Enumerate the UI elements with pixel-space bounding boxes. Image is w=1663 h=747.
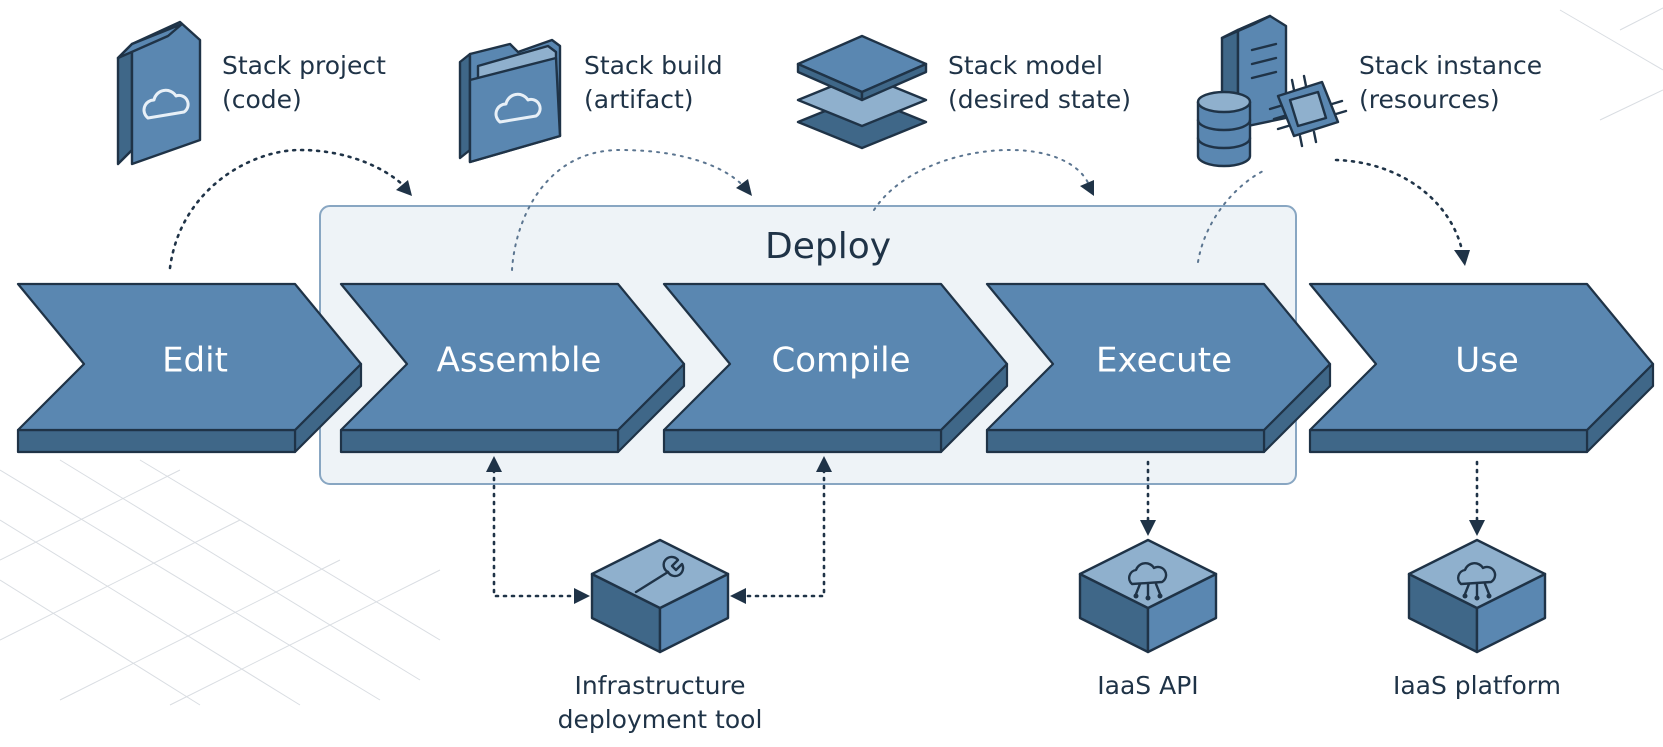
tool-iaas-platform: IaaS platform	[1393, 538, 1561, 700]
stage-use[interactable]: Use	[1308, 282, 1655, 454]
stage-execute[interactable]: Execute	[985, 282, 1332, 454]
document-cloud-icon	[116, 20, 202, 166]
artifact-title: Stack instance	[1359, 51, 1542, 80]
flow-arrowhead	[1454, 250, 1470, 266]
layers-icon	[796, 34, 928, 150]
artifact-subtitle: (code)	[222, 85, 302, 114]
connector-compile-tool	[743, 468, 826, 598]
flow-arrowhead	[736, 179, 752, 196]
flow-arrowhead	[396, 180, 412, 196]
cloud-network-cube-icon	[1078, 538, 1218, 654]
artifact-subtitle: (desired state)	[948, 85, 1131, 114]
stage-execute-label: Execute	[1096, 341, 1232, 381]
artifact-stack-project: Stack project (code)	[116, 20, 386, 166]
artifact-title: Stack build	[584, 51, 723, 80]
artifact-stack-build: Stack build (artifact)	[458, 38, 723, 164]
flow-arrowhead	[1080, 180, 1094, 196]
stage-edit[interactable]: Edit	[16, 282, 363, 454]
stage-compile-label: Compile	[771, 341, 910, 381]
tool-infrastructure-deployment: Infrastructure deployment tool	[558, 538, 763, 734]
flow-arrow-execute-to-use	[1197, 169, 1266, 263]
cloud-network-cube-icon	[1407, 538, 1547, 654]
stage-chevrons: Edit Assemble Compile Execute Us	[16, 282, 1655, 454]
artifact-title: Stack model	[948, 51, 1103, 80]
tool-title: IaaS platform	[1393, 671, 1561, 700]
tool-iaas-api: IaaS API	[1078, 538, 1218, 700]
stage-assemble-label: Assemble	[437, 341, 602, 381]
folder-cloud-icon	[458, 38, 562, 164]
artifact-title: Stack project	[222, 51, 386, 80]
deploy-group-label: Deploy	[765, 226, 891, 267]
artifact-stack-model: Stack model (desired state)	[796, 34, 1131, 150]
wrench-cube-icon	[590, 538, 730, 654]
background-grid	[0, 7, 1663, 706]
tool-title: Infrastructure	[574, 671, 745, 700]
artifact-stack-instance: Stack instance (resources)	[1196, 14, 1542, 168]
flow-arrow-instance-to-use	[1334, 158, 1464, 252]
flow-arrow-compile-to-execute	[873, 148, 1091, 211]
flow-arrow-edit-to-assemble	[168, 148, 410, 270]
tool-subtitle: deployment tool	[558, 705, 763, 734]
stage-compile[interactable]: Compile	[662, 282, 1009, 454]
server-database-chip-icon	[1196, 14, 1348, 168]
artifact-subtitle: (artifact)	[584, 85, 694, 114]
connector-assemble-tool	[492, 468, 577, 598]
artifact-flow-arrows	[168, 148, 1470, 271]
artifact-subtitle: (resources)	[1359, 85, 1500, 114]
stage-use-label: Use	[1455, 341, 1519, 381]
stage-assemble[interactable]: Assemble	[339, 282, 686, 454]
tool-title: IaaS API	[1097, 671, 1198, 700]
tool-connectors	[486, 456, 1485, 604]
flow-arrow-assemble-to-compile	[511, 148, 746, 271]
stage-edit-label: Edit	[162, 341, 228, 381]
